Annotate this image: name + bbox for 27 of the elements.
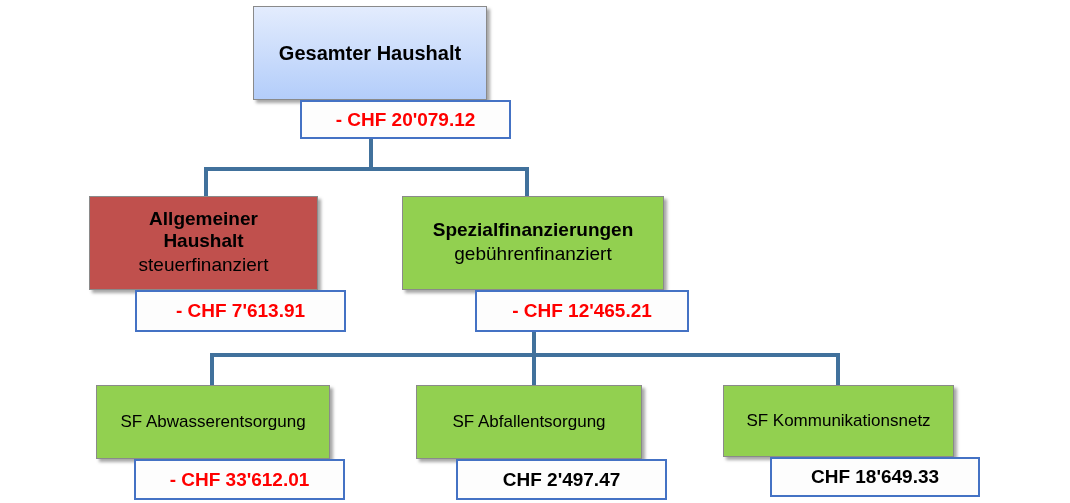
amount-box [135, 290, 346, 332]
box-subtitle: steuerfinanziert [138, 253, 269, 277]
amount-value: - CHF 20'079.12 [335, 108, 476, 131]
box-title: SF Abfallentsorgung [452, 412, 606, 432]
box-subtitle: gebührenfinanziert [454, 242, 612, 266]
fund-box [96, 385, 330, 459]
amount-box [456, 459, 667, 500]
amount-value: - CHF 7'613.91 [175, 300, 306, 322]
fund-box [723, 385, 954, 457]
amount-box [134, 459, 345, 500]
connector-line [532, 332, 840, 385]
budget-box [253, 6, 487, 100]
box-title: SF Kommunikationsnetz [746, 411, 931, 431]
fund-box [416, 385, 642, 459]
amount-box [770, 457, 980, 497]
amount-box [475, 290, 689, 332]
box-title: SF Abwasserentsorgung [120, 412, 306, 432]
budget-box [402, 196, 664, 290]
amount-value: CHF 18'649.33 [810, 466, 940, 488]
amount-value: - CHF 12'465.21 [512, 300, 652, 322]
box-title: Spezialfinanzierungen [432, 219, 634, 241]
amount-value: - CHF 33'612.01 [169, 468, 310, 491]
box-title: Gesamter Haushalt [278, 41, 462, 65]
amount-box [300, 100, 511, 139]
amount-value: CHF 2'497.47 [502, 468, 621, 491]
connector-line [369, 139, 529, 196]
budget-box [89, 196, 318, 290]
